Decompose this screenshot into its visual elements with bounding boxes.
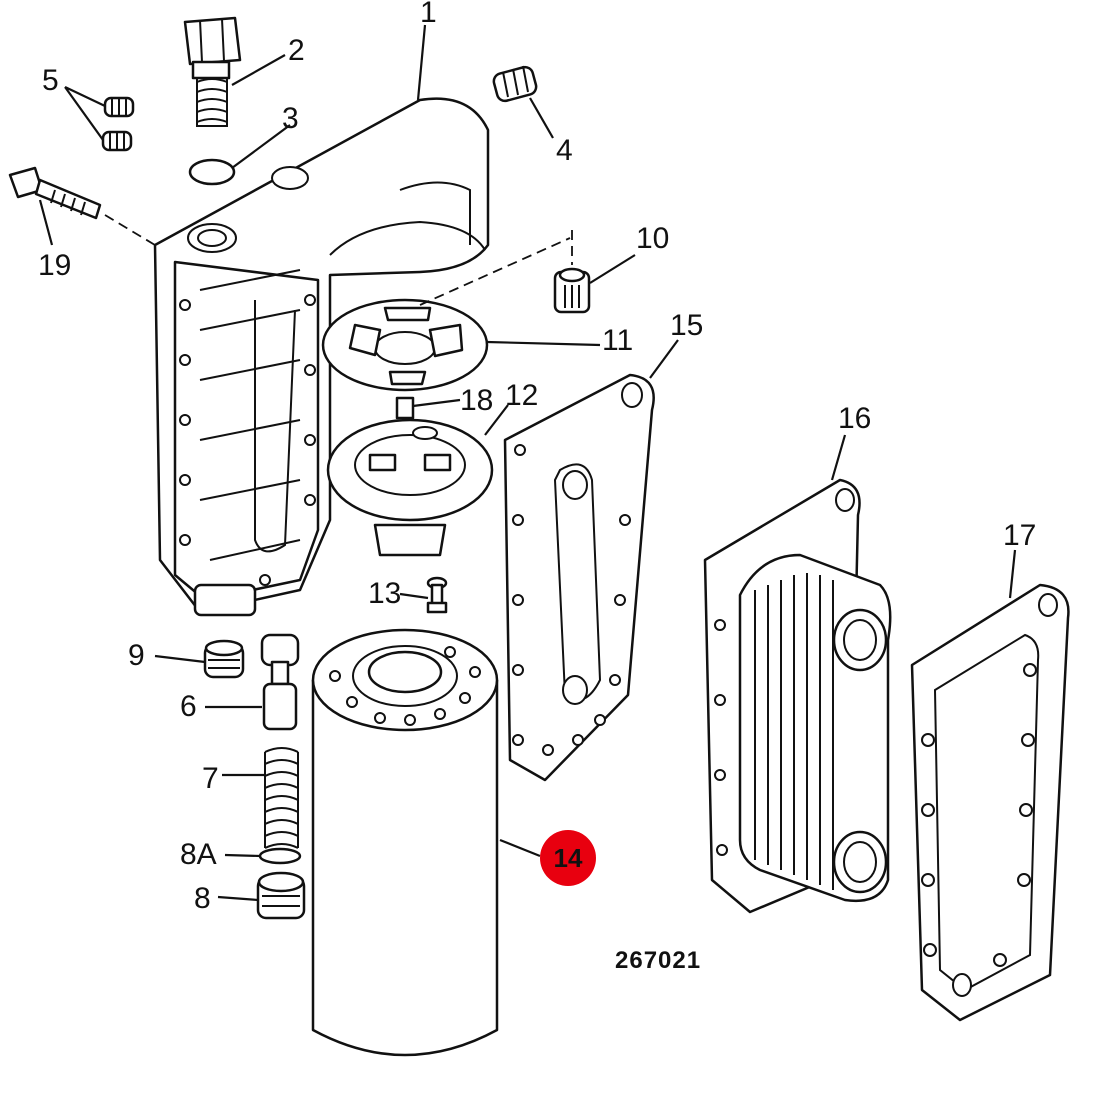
part-8-plug	[256, 871, 306, 920]
part-17-gasket	[910, 583, 1070, 1022]
callout-13: 13	[368, 577, 401, 610]
callout-17: 17	[1003, 519, 1036, 552]
callout-15: 15	[670, 309, 703, 342]
callout-7: 7	[202, 762, 219, 795]
part-8a-washer	[258, 847, 302, 865]
part-2-plug	[183, 16, 242, 127]
callout-5: 5	[42, 64, 59, 97]
part-19-bolt	[8, 166, 156, 246]
filter-head-housing	[153, 97, 490, 617]
part-18-pin	[395, 396, 415, 420]
callout-14-highlight[interactable]: 14	[540, 830, 596, 886]
callout-14: 14	[554, 843, 583, 873]
callout-9: 9	[128, 639, 145, 672]
part-4-plug	[492, 65, 538, 103]
part-3-o-ring	[188, 158, 236, 186]
callout-12: 12	[505, 379, 538, 412]
part-16-oil-cooler	[703, 478, 892, 914]
callout-10: 10	[636, 222, 669, 255]
part-6-piston	[260, 633, 300, 731]
part-13-screw	[426, 576, 448, 614]
housing-bolt-holes	[179, 294, 316, 586]
part-15-gasket	[503, 373, 655, 782]
part-11-valve-plate	[321, 237, 571, 392]
callout-16: 16	[838, 402, 871, 435]
leader-lines	[38, 24, 1017, 902]
part-14-oil-filter	[311, 628, 499, 1057]
callout-1: 1	[420, 0, 437, 29]
part-9-plug	[203, 639, 245, 679]
callout-8: 8	[194, 882, 211, 915]
callout-19: 19	[38, 249, 71, 282]
highlight-marker	[540, 830, 596, 886]
part-5-plugs	[101, 96, 135, 152]
callout-8a: 8A	[180, 838, 217, 871]
callout-labels: 1 2 3 4 5 6 7 8 8A 9 10 11 12 13 15 16 1…	[38, 0, 1036, 915]
part-7-spring	[264, 747, 299, 849]
callout-4: 4	[556, 134, 573, 167]
callout-18: 18	[460, 384, 493, 417]
drawing-reference-number: 267021	[615, 947, 701, 974]
part-10-sleeve	[553, 230, 591, 314]
part-12-valve-body	[326, 418, 494, 557]
callout-2: 2	[288, 34, 305, 67]
callout-3: 3	[282, 102, 299, 135]
callout-6: 6	[180, 690, 197, 723]
callout-11: 11	[602, 324, 633, 357]
